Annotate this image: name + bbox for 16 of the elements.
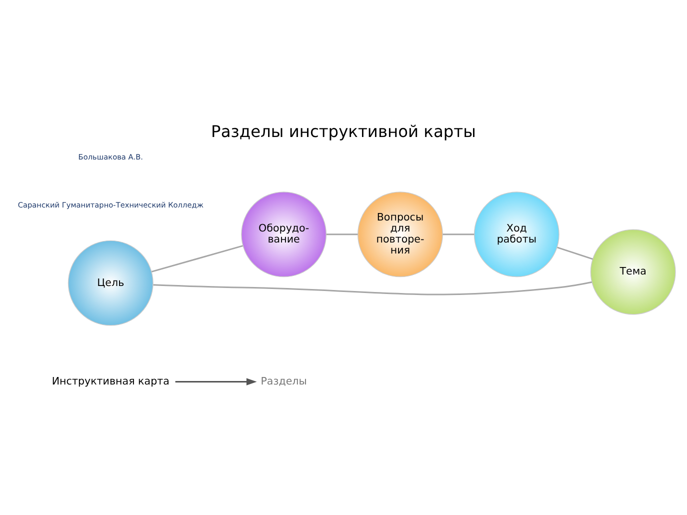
node-circle: Цель — [68, 240, 154, 326]
node-circle: Тема — [590, 228, 676, 314]
label: Саранский Гуманитарно-Технический Колледж — [18, 200, 204, 210]
connector — [326, 233, 358, 235]
diagram-title: Разделы инструктивной карты — [211, 121, 476, 140]
connector — [442, 233, 474, 235]
label: Большакова А.В. — [78, 152, 144, 162]
connector — [557, 246, 593, 260]
node-text: Разделы — [260, 375, 307, 388]
node-circle: Вопросы для повторе- ния — [358, 191, 443, 277]
connector — [151, 244, 243, 272]
connector — [153, 280, 592, 295]
arrow — [175, 378, 257, 385]
node-text: Инструктивная карта — [52, 375, 170, 388]
node-circle: Ход работы — [474, 191, 560, 277]
node-circle: Оборудо- вание — [241, 191, 327, 277]
